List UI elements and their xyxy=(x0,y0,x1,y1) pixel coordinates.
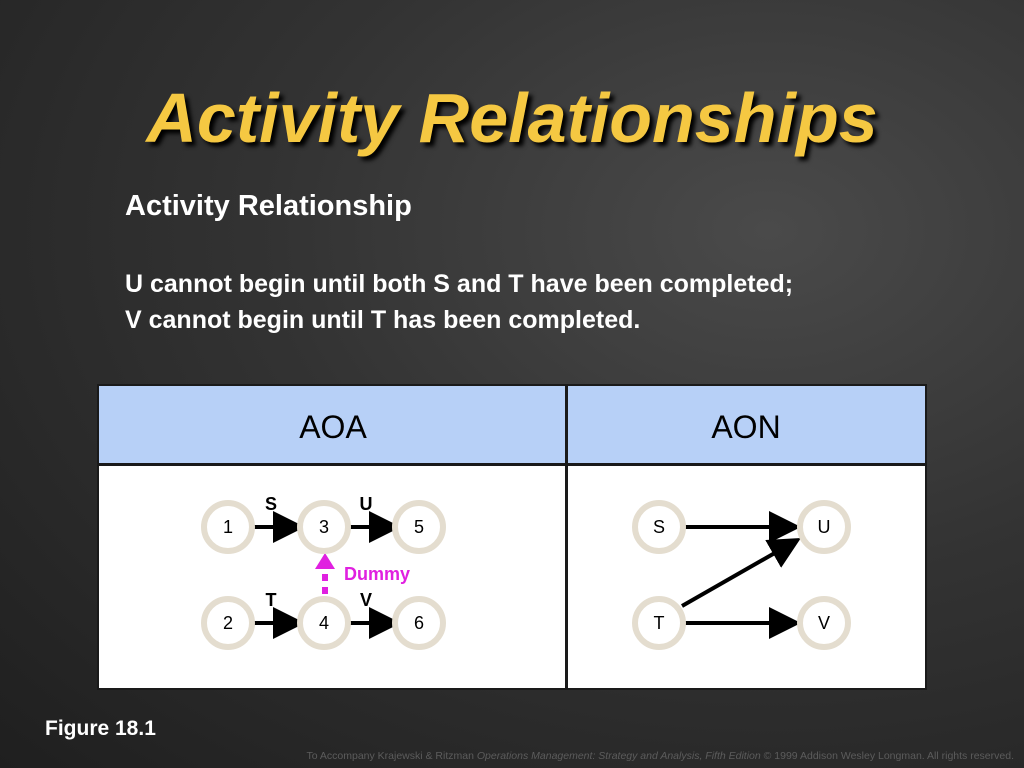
aon-node-s: S xyxy=(632,500,686,554)
aoa-label-t: T xyxy=(266,590,277,610)
aoa-node-3: 3 xyxy=(297,500,351,554)
comparison-table: AOA AON S U T V Dummy 1 xyxy=(97,384,927,690)
aon-arrows xyxy=(681,511,801,639)
aoa-label-u: U xyxy=(360,494,373,514)
header-aon: AON xyxy=(711,409,781,445)
network-diagram: S U T V Dummy 1 3 5 2 4 6 xyxy=(201,494,851,650)
slide-title: Activity Relationships xyxy=(146,79,878,157)
aoa-dummy-label: Dummy xyxy=(344,564,410,584)
aoa-node-1: 1 xyxy=(201,500,255,554)
table-header-row: AOA AON xyxy=(99,386,925,466)
svg-text:2: 2 xyxy=(223,613,233,633)
aon-arrow-t-u xyxy=(681,538,801,608)
aoa-arrows xyxy=(253,511,401,639)
svg-text:4: 4 xyxy=(319,613,329,633)
aon-node-u: U xyxy=(797,500,851,554)
svg-text:T: T xyxy=(654,613,665,633)
footer-prefix: To Accompany Krajewski & Ritzman xyxy=(306,750,477,762)
svg-text:6: 6 xyxy=(414,613,424,633)
svg-text:S: S xyxy=(653,517,665,537)
aoa-dummy-arrowhead xyxy=(315,553,335,569)
aoa-node-5: 5 xyxy=(392,500,446,554)
header-aoa: AOA xyxy=(299,409,367,445)
aoa-node-4: 4 xyxy=(297,596,351,650)
description-line-1: U cannot begin until both S and T have b… xyxy=(125,270,794,298)
svg-text:V: V xyxy=(818,613,830,633)
slide-subtitle: Activity Relationship xyxy=(125,190,412,222)
footer-credit: To Accompany Krajewski & Ritzman Operati… xyxy=(306,750,1014,762)
aoa-node-6: 6 xyxy=(392,596,446,650)
footer-suffix: © 1999 Addison Wesley Longman. All right… xyxy=(760,750,1014,762)
svg-text:U: U xyxy=(818,517,831,537)
aon-node-v: V xyxy=(797,596,851,650)
column-divider xyxy=(565,386,568,688)
svg-text:1: 1 xyxy=(223,517,233,537)
svg-text:3: 3 xyxy=(319,517,329,537)
aon-node-t: T xyxy=(632,596,686,650)
aoa-label-v: V xyxy=(360,590,372,610)
aoa-node-2: 2 xyxy=(201,596,255,650)
svg-text:5: 5 xyxy=(414,517,424,537)
relationship-description: U cannot begin until both S and T have b… xyxy=(125,266,793,338)
figure-label: Figure 18.1 xyxy=(45,717,156,740)
description-line-2: V cannot begin until T has been complete… xyxy=(125,306,641,334)
footer-book-title: Operations Management: Strategy and Anal… xyxy=(476,750,761,762)
aoa-label-s: S xyxy=(265,494,277,514)
